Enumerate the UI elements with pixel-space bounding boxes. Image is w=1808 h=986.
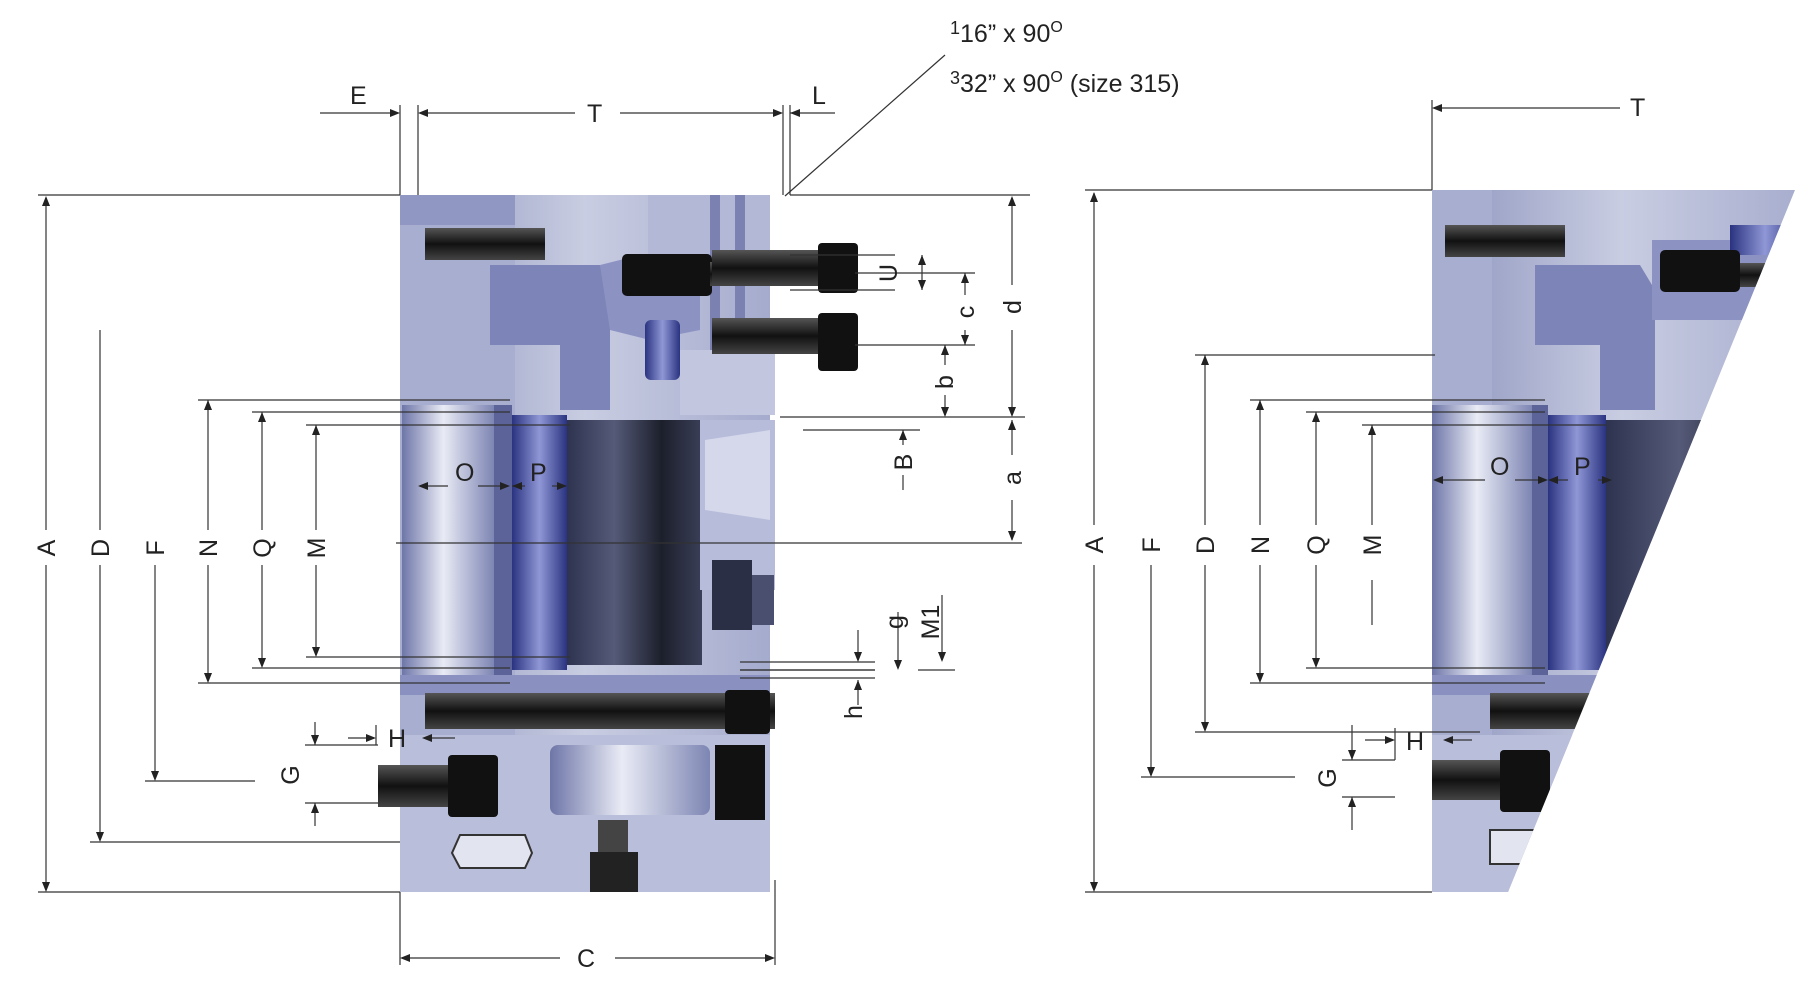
chamfer-note-2-suffix: (size 315) xyxy=(1063,70,1180,98)
label-C: C xyxy=(577,945,595,973)
label-Q-right: Q xyxy=(1303,535,1331,554)
label-c: c xyxy=(952,306,980,319)
label-N: N xyxy=(195,539,223,557)
chamfer-note-2-degree: O xyxy=(1050,69,1062,86)
label-b: b xyxy=(931,375,959,389)
label-M: M xyxy=(303,538,331,559)
label-D-right: D xyxy=(1192,536,1220,554)
label-F: F xyxy=(142,540,170,555)
label-U: U xyxy=(875,264,903,282)
right-dimension-lines xyxy=(1085,100,1620,893)
right-labels: T O P H A F D N Q M G xyxy=(1081,94,1645,788)
chamfer-note-1-numerator: 1 xyxy=(950,18,960,38)
label-P: P xyxy=(530,459,547,487)
left-labels: E T L O P H C A D F N Q M G U c d b B a … xyxy=(33,82,1027,973)
left-chuck-section xyxy=(378,195,858,892)
label-Q: Q xyxy=(249,538,277,557)
label-N-right: N xyxy=(1247,536,1275,554)
svg-text:332” x 90O (size 315): 332” x 90O (size 315) xyxy=(950,68,1180,98)
chamfer-note-2-denominator: 32” x 90 xyxy=(960,70,1050,98)
label-G: G xyxy=(277,765,305,784)
label-O: O xyxy=(455,459,474,487)
svg-text:116” x 90O: 116” x 90O xyxy=(950,18,1063,48)
chamfer-note-1-degree: O xyxy=(1050,19,1062,36)
chamfer-note-1-denominator: 16” x 90 xyxy=(960,20,1050,48)
left-dimension-lines xyxy=(38,54,1030,965)
label-E: E xyxy=(350,82,367,110)
label-T: T xyxy=(587,100,602,128)
label-M-right: M xyxy=(1359,535,1387,556)
chamfer-note: 116” x 90O 332” x 90O (size 315) xyxy=(950,18,1180,98)
label-F-right: F xyxy=(1138,537,1166,552)
label-g: g xyxy=(881,615,909,629)
label-H-right: H xyxy=(1406,728,1424,756)
label-G-right: G xyxy=(1314,768,1342,787)
label-A-right: A xyxy=(1081,536,1109,553)
label-O-right: O xyxy=(1490,453,1509,481)
label-M1: M1 xyxy=(917,605,945,640)
label-h: h xyxy=(840,705,868,719)
label-d: d xyxy=(999,300,1027,314)
label-A: A xyxy=(33,539,61,556)
label-L: L xyxy=(812,82,826,110)
label-H: H xyxy=(388,725,406,753)
label-a: a xyxy=(999,471,1027,485)
label-D: D xyxy=(87,539,115,557)
right-chuck-section xyxy=(1432,190,1795,892)
label-P-right: P xyxy=(1574,453,1591,481)
chamfer-note-2-numerator: 3 xyxy=(950,68,960,88)
label-B: B xyxy=(890,454,918,471)
label-T-right: T xyxy=(1630,94,1645,122)
